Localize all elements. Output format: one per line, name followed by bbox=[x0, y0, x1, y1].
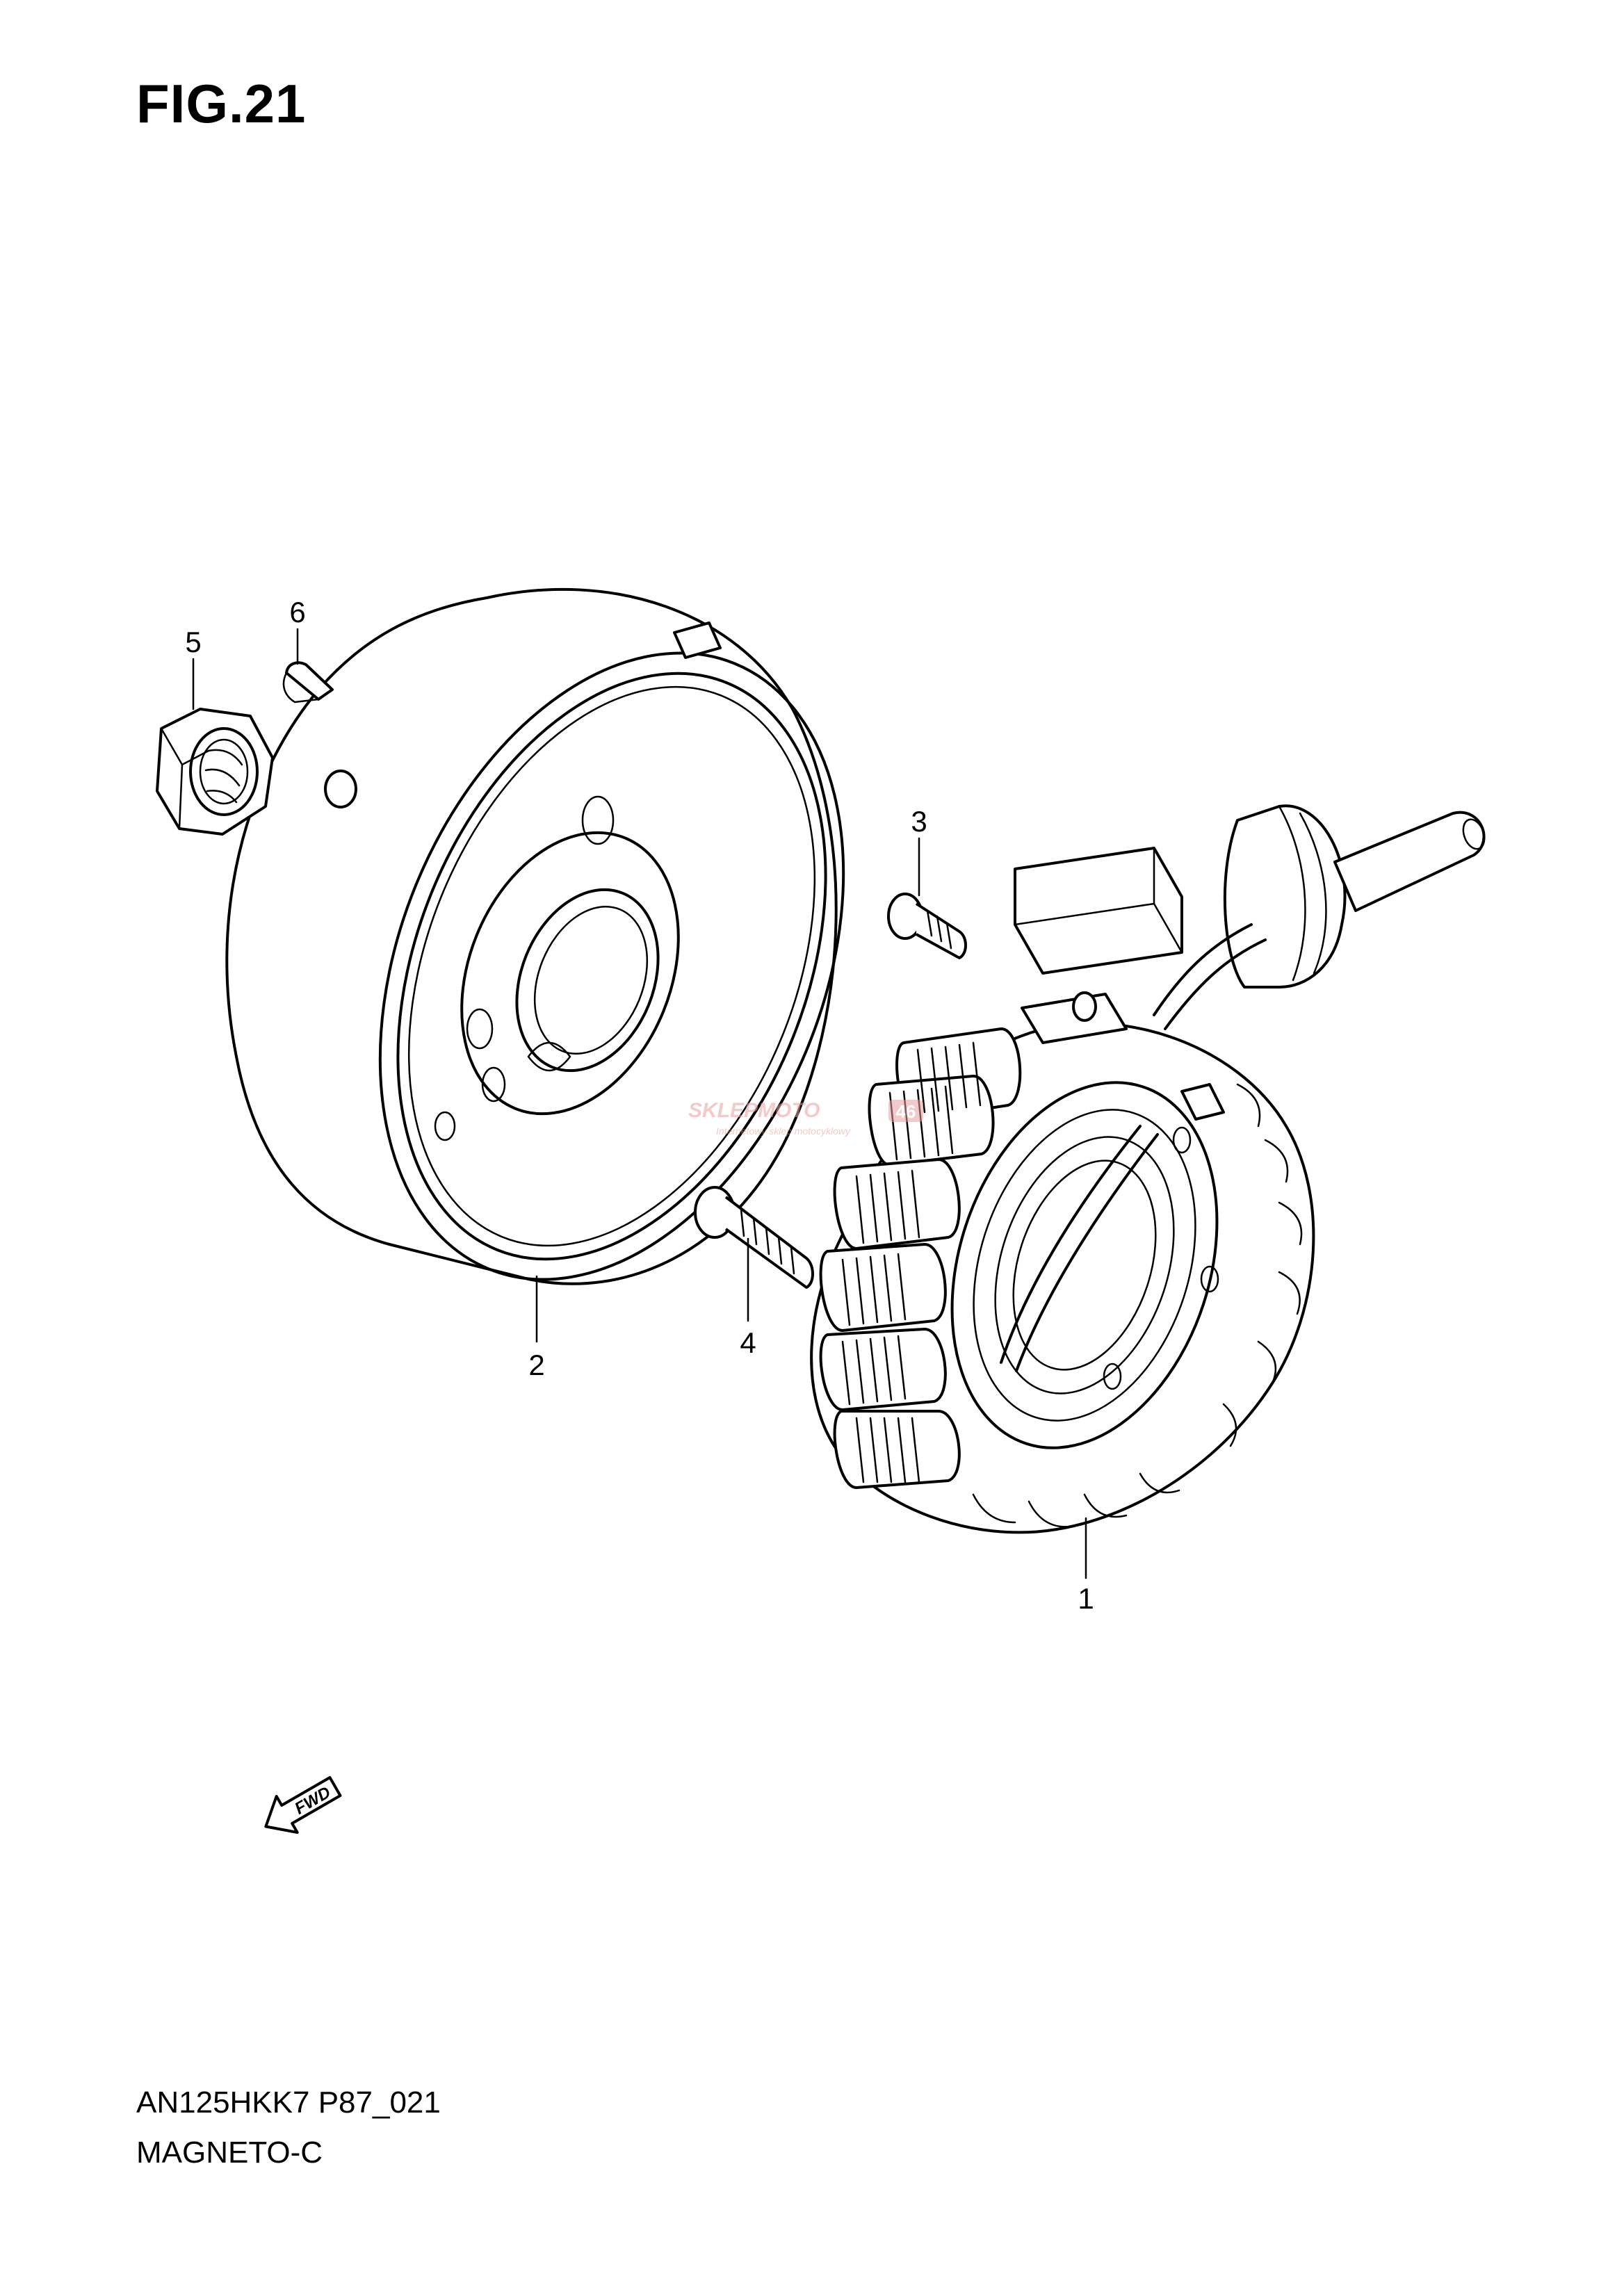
callout-3: 3 bbox=[911, 805, 927, 838]
watermark: SKLEPMOTO 46 Internetowy sklep motocyklo… bbox=[688, 1099, 923, 1137]
model-code: AN125HKK7 P87_021 bbox=[136, 2085, 441, 2120]
screw-small-drawing bbox=[887, 893, 967, 959]
screw-long-drawing bbox=[694, 1186, 814, 1289]
section-name: MAGNETO-C bbox=[136, 2136, 323, 2170]
rotor-drawing bbox=[225, 587, 845, 1285]
nut-drawing bbox=[156, 708, 274, 836]
watermark-badge-box bbox=[888, 1100, 923, 1122]
callout-2: 2 bbox=[528, 1349, 544, 1381]
key-drawing bbox=[282, 661, 334, 703]
leader-lines bbox=[192, 628, 1087, 1579]
stator-drawing bbox=[810, 804, 1486, 1534]
callout-6: 6 bbox=[289, 596, 305, 628]
watermark-tagline: Internetowy sklep motocyklowy bbox=[716, 1125, 851, 1137]
callout-5: 5 bbox=[185, 626, 201, 658]
callout-1: 1 bbox=[1078, 1582, 1094, 1615]
watermark-brand: SKLEPMOTO bbox=[688, 1099, 820, 1122]
fwd-arrow-icon: FWD bbox=[264, 1776, 342, 1834]
figure-title: FIG.21 bbox=[136, 73, 307, 134]
watermark-badge: 46 bbox=[896, 1101, 916, 1122]
callout-4: 4 bbox=[740, 1326, 756, 1359]
